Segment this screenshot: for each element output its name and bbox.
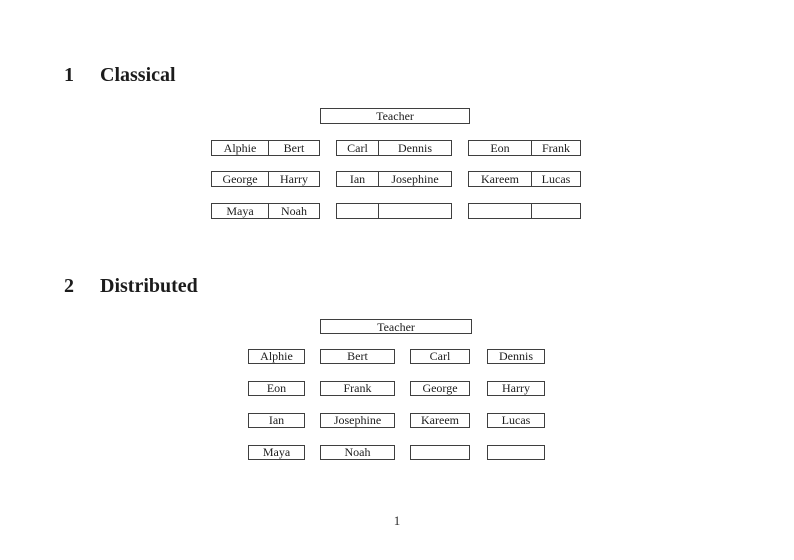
seat-cell: Frank (542, 141, 570, 155)
distributed-seat-box: Maya (248, 445, 305, 460)
section-heading-distributed: 2 Distributed (64, 274, 198, 298)
teacher-label: Teacher (376, 109, 414, 123)
distributed-seat-box: Lucas (487, 413, 545, 428)
distributed-seat-box: Dennis (487, 349, 545, 364)
classical-desk: Ian Josephine (336, 171, 452, 187)
seat-cell: Harry (280, 172, 308, 186)
seat-cell: Bert (283, 141, 305, 155)
classical-desk: Kareem Lucas (468, 171, 581, 187)
seat-cell: Eon (469, 141, 532, 155)
distributed-seat-box: Noah (320, 445, 395, 460)
classical-desk: George Harry (211, 171, 320, 187)
classical-desk: Alphie Bert (211, 140, 320, 156)
seat-cell: Dennis (398, 141, 432, 155)
section-number: 2 (64, 275, 74, 297)
classical-desk (336, 203, 452, 219)
classical-desk: Carl Dennis (336, 140, 452, 156)
distributed-seat-box: Frank (320, 381, 395, 396)
seat-cell: Josephine (391, 172, 439, 186)
seat-cell (532, 204, 580, 218)
distributed-teacher-box: Teacher (320, 319, 472, 334)
distributed-seat-box: Kareem (410, 413, 470, 428)
section-title: Distributed (100, 275, 198, 297)
seat-cell: Ian (337, 172, 379, 186)
seat-cell: Alphie (212, 141, 269, 155)
seat-cell (337, 204, 379, 218)
seat-cell (469, 204, 532, 218)
distributed-seat-box (487, 445, 545, 460)
seat-cell: Kareem (469, 172, 532, 186)
distributed-seat-box: Harry (487, 381, 545, 396)
seat-cell: Noah (281, 204, 307, 218)
page-number: 1 (393, 513, 401, 528)
distributed-seat-box: Alphie (248, 349, 305, 364)
classical-desk (468, 203, 581, 219)
section-heading-classical: 1 Classical (64, 63, 176, 87)
classical-desk: Eon Frank (468, 140, 581, 156)
section-title: Classical (100, 64, 176, 86)
distributed-seat-box: Carl (410, 349, 470, 364)
seat-cell: Maya (212, 204, 269, 218)
distributed-seat-box: Bert (320, 349, 395, 364)
seat-cell (379, 204, 451, 218)
distributed-seat-box: Eon (248, 381, 305, 396)
seat-cell: Carl (337, 141, 379, 155)
seat-cell: George (212, 172, 269, 186)
distributed-seat-box: Ian (248, 413, 305, 428)
teacher-label: Teacher (377, 319, 415, 334)
classical-desk: Maya Noah (211, 203, 320, 219)
distributed-seat-box (410, 445, 470, 460)
section-number: 1 (64, 64, 74, 86)
distributed-seat-box: Josephine (320, 413, 395, 428)
seat-cell: Lucas (541, 172, 571, 186)
distributed-seat-box: George (410, 381, 470, 396)
classical-teacher-box: Teacher (320, 108, 470, 124)
